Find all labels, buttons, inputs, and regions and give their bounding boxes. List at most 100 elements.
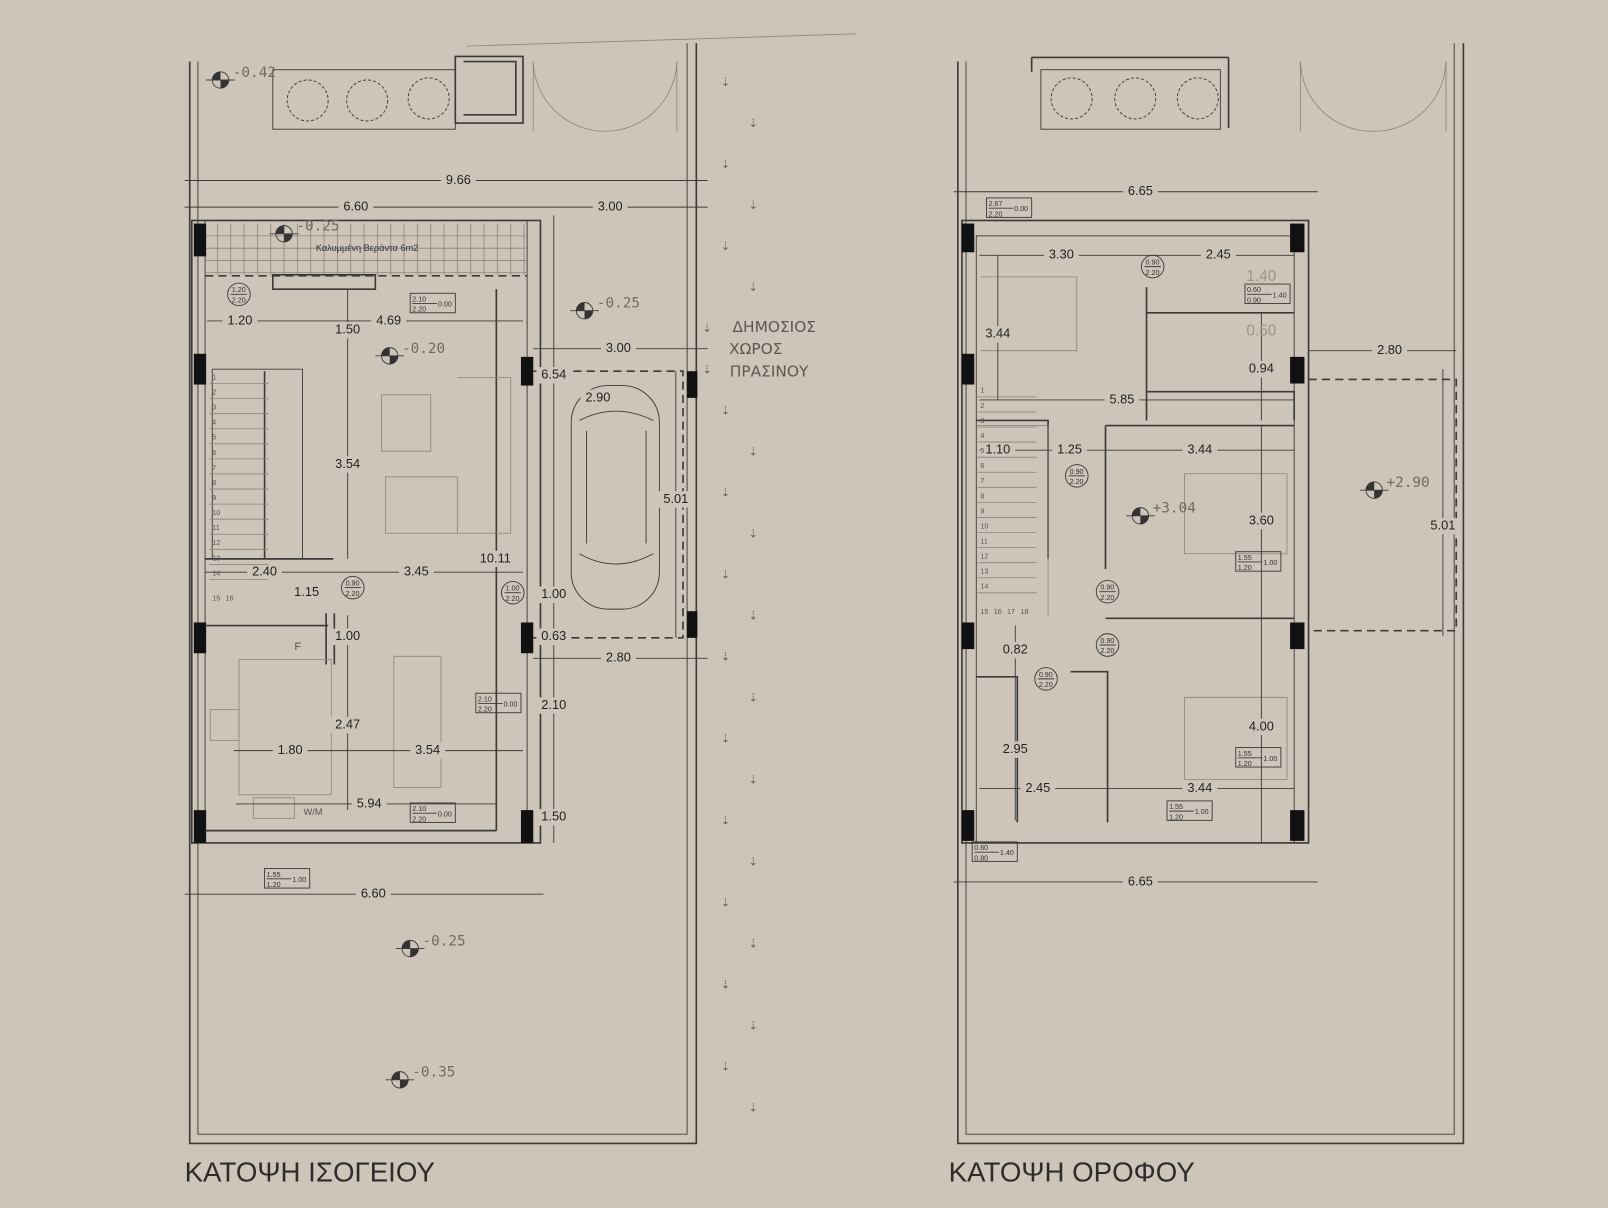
stair-step-number: 16 [226, 595, 234, 603]
tag-width: 1.00 [506, 585, 520, 593]
dimension-label: 2.95 [1003, 741, 1028, 756]
dimension-bg [1122, 873, 1158, 891]
fridge-label: F [294, 641, 301, 653]
stair-step-number: 12 [980, 553, 988, 561]
slope-arrow-icon: ⇣ [749, 199, 758, 212]
tag-height: 2.20 [412, 815, 426, 823]
level-symbol-fill [275, 225, 293, 243]
dimension-bg [980, 441, 1016, 459]
dimension-label: 2.40 [252, 564, 277, 579]
dimension-label: 2.90 [585, 389, 610, 404]
stair-step-number: 15 [212, 595, 220, 603]
dimension-label: 1.50 [335, 322, 360, 337]
dimension-label: 3.54 [415, 742, 440, 757]
tag-frame [1235, 747, 1282, 768]
tag-width: 0.60 [1247, 286, 1261, 294]
stair-step-number: 5 [212, 434, 216, 442]
elevation-marker: -0.25 [570, 296, 640, 320]
tag-height: 2.20 [412, 306, 426, 314]
tag-width: 1.20 [232, 286, 246, 294]
dimension-bg [289, 584, 325, 601]
tag-frame [1095, 579, 1120, 604]
dimension-bg [580, 389, 616, 407]
tag-frame [264, 868, 311, 889]
stair-step-number: 6 [212, 449, 216, 457]
stair-step-number: 18 [1020, 608, 1028, 616]
opening-tag: 2.102.200.00 [475, 692, 522, 714]
tag-width: 0.90 [346, 580, 360, 588]
dimension-label: 5.01 [1430, 517, 1455, 532]
tag-sill: 1.40 [1000, 849, 1014, 857]
dimension-label: 0.63 [541, 628, 566, 643]
dimension-label: 2.45 [1206, 247, 1231, 262]
level-symbol-fill [212, 71, 229, 89]
dimension-bg [330, 716, 366, 734]
slope-arrow-icon: ⇣ [721, 568, 730, 581]
dimension-label: 5.94 [357, 795, 382, 810]
interior-walls [205, 289, 498, 832]
dimension-label: 6.65 [1128, 183, 1153, 198]
slope-arrow-icon: ⇣ [721, 158, 730, 171]
dimension-bg [1043, 247, 1079, 264]
dimension-bg [980, 326, 1016, 343]
tag-height: 1.20 [1238, 564, 1252, 572]
plot-boundary-inner [197, 43, 688, 1135]
slope-arrow-icon: ⇣ [721, 404, 730, 417]
stair-step-number: 13 [212, 554, 220, 562]
opening-tag: 0.902.20 [1095, 633, 1120, 657]
stair-step-number: 9 [212, 494, 216, 502]
dimension-bg [1243, 512, 1279, 530]
tag-frame [1166, 800, 1213, 821]
staircase [211, 368, 303, 559]
elevation-label: +3.04 [1153, 501, 1196, 517]
tag-width: 0.90 [1100, 637, 1114, 645]
opening-tag: 1.002.20 [501, 580, 525, 605]
opening-tag: 1.551.201.00 [1235, 551, 1282, 572]
slope-arrow-icon: ⇣ [749, 527, 758, 540]
sofa [381, 376, 512, 534]
tag-sill: 1.00 [1263, 559, 1277, 567]
veranda-label: Καλυμμένη Βεράντα 6m2 [316, 243, 419, 253]
dimension-lines [953, 191, 1457, 883]
tag-width: 0.90 [1070, 468, 1084, 476]
columns [961, 223, 1305, 841]
elevation-marker: -0.25 [269, 219, 340, 243]
tag-width: 2.10 [412, 295, 426, 303]
dimension-bg [536, 367, 572, 384]
dimension-label: 0.82 [1003, 642, 1028, 657]
tag-height: 2.20 [232, 297, 246, 305]
tag-frame [1244, 283, 1291, 304]
dimension-label: 3.44 [985, 326, 1010, 341]
planter-wall [454, 55, 524, 124]
slope-arrow-icon: ⇣ [721, 897, 730, 910]
plot-boundary-inner [965, 43, 1455, 1135]
dimension-bg [1243, 718, 1279, 736]
dimension-label: 6.54 [541, 367, 566, 382]
tag-frame [986, 197, 1033, 218]
tag-width: 1.55 [1169, 803, 1183, 811]
dimension-label: 2.47 [335, 716, 360, 731]
level-symbol-fill [402, 940, 419, 957]
level-symbol-fill [391, 1071, 409, 1089]
slope-arrow-icon: ⇣ [749, 1102, 758, 1115]
opening-tag: 0.902.20 [1065, 464, 1089, 488]
stair-step-number: 8 [212, 479, 216, 487]
public-space-label-3: ΠΡΑΣΙΝΟΥ [730, 362, 809, 380]
tag-height: 0.80 [974, 854, 988, 862]
tag-height: 1.20 [267, 881, 281, 889]
stair-step-number: 14 [980, 583, 988, 591]
elevation-markers: +3.04+2.90 [1126, 475, 1430, 525]
dimension-bg [247, 564, 283, 581]
elevation-marker: -0.25 [395, 933, 466, 958]
tag-width: 1.55 [1238, 750, 1252, 758]
tag-frame [971, 841, 1018, 862]
slope-arrow-icon: ⇣ [749, 691, 758, 704]
dimension-bg [440, 172, 476, 189]
slope-arrow-icon: ⇣ [749, 773, 758, 786]
tag-sill: 0.00 [438, 301, 452, 309]
slope-arrow-icon: ⇣ [721, 650, 730, 663]
stair-step-number: 3 [980, 417, 984, 425]
